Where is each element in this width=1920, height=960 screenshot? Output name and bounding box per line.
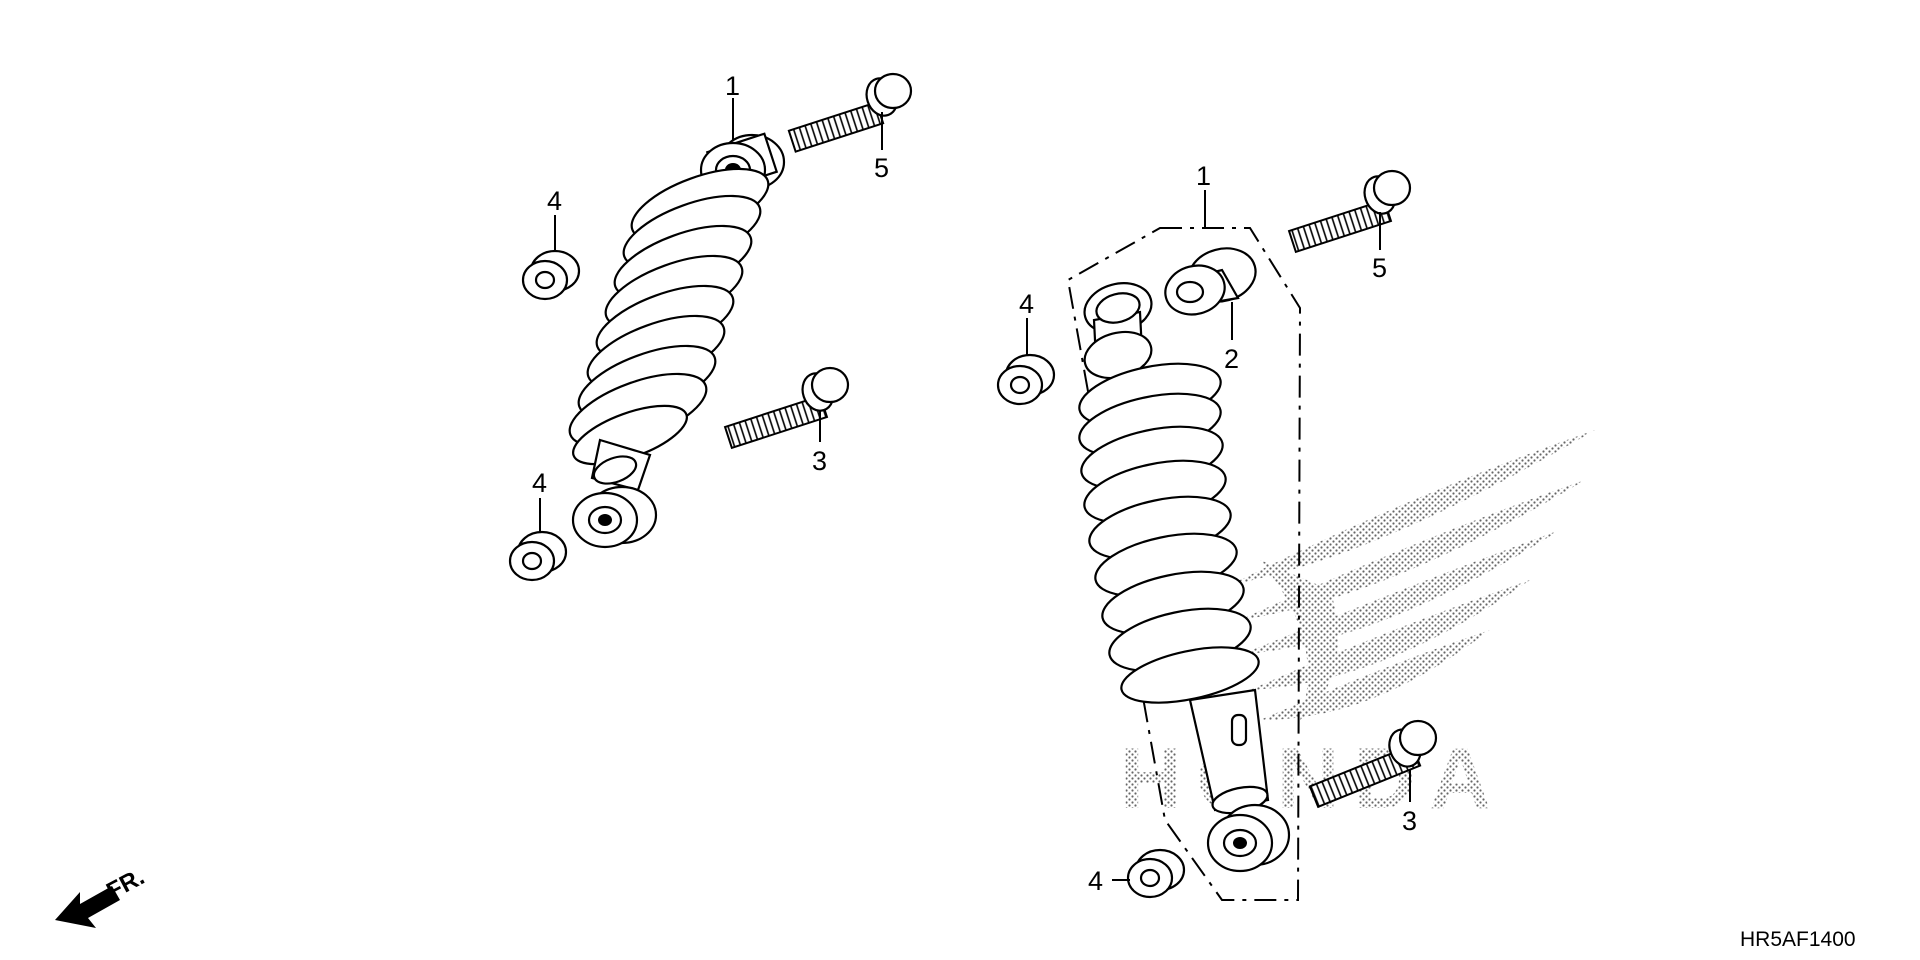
left-bolt-mid — [723, 366, 850, 450]
diagram-code: HR5AF1400 — [1740, 928, 1856, 951]
right-nut-top — [996, 353, 1056, 406]
left-nut-bottom — [508, 530, 568, 582]
shock-assembly-boundary — [1066, 227, 1302, 901]
callout-right-bolt-bottom: 3 — [1402, 806, 1417, 836]
left-shock-absorber — [568, 132, 786, 549]
callout-right-shock: 1 — [1196, 161, 1211, 191]
honda-logo-text: HONDA — [1120, 731, 1505, 827]
left-nut-top — [521, 249, 581, 301]
right-bushing — [1164, 247, 1257, 316]
callout-left-nut-bottom: 4 — [532, 468, 547, 498]
right-bolt-top — [1287, 169, 1412, 254]
callout-right-nut-top: 4 — [1019, 289, 1034, 319]
callout-right-bolt-top: 5 — [1372, 253, 1387, 283]
callout-left-shock: 1 — [725, 71, 740, 101]
front-arrow-icon — [55, 886, 120, 928]
honda-wing-logo: HONDA — [1120, 430, 1595, 827]
right-nut-bottom — [1126, 848, 1186, 899]
right-shock-absorber — [1078, 282, 1291, 873]
callout-right-nut-bottom: 4 — [1088, 866, 1103, 896]
callout-left-bolt-mid: 3 — [812, 446, 827, 476]
callout-left-nut-top: 4 — [547, 186, 562, 216]
front-direction-indicator: FR. — [55, 863, 149, 928]
callout-right-bushing: 2 — [1224, 344, 1239, 374]
right-bolt-bottom — [1308, 719, 1438, 809]
callout-left-bolt-top: 5 — [874, 153, 889, 183]
left-bolt-top — [787, 72, 913, 153]
